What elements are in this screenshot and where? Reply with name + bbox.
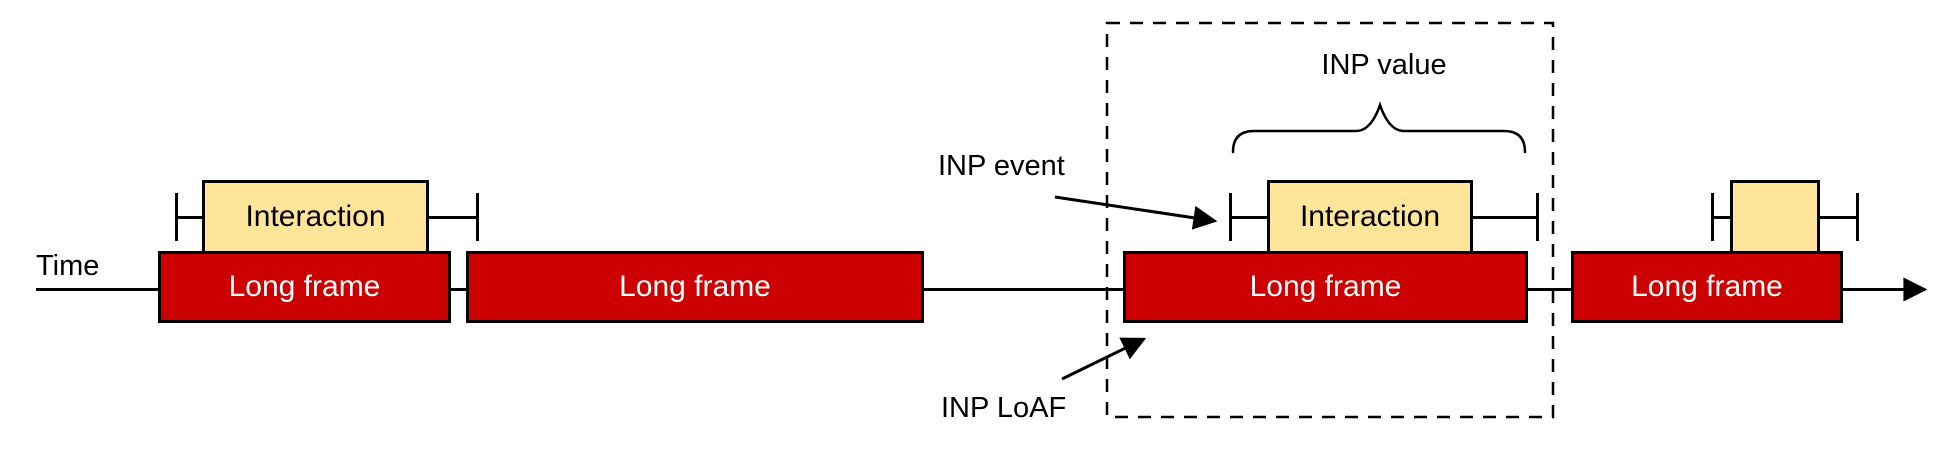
long-frame-3-inp-loaf: Long frame — [1123, 251, 1528, 323]
long-frame-1-label: Long frame — [228, 270, 381, 303]
whisker-line — [1712, 216, 1732, 219]
long-frame-2: Long frame — [466, 251, 924, 323]
long-frame-2-label: Long frame — [619, 270, 771, 303]
long-frame-4-label: Long frame — [1631, 270, 1783, 303]
interaction-box-2-inp-event: Interaction — [1267, 180, 1473, 254]
time-label: Time — [36, 250, 100, 282]
long-frame-4: Long frame — [1571, 251, 1843, 323]
inp-loaf-arrow — [1061, 337, 1147, 381]
whisker-line — [1819, 216, 1859, 219]
whisker-line — [176, 216, 204, 219]
inp-event-label: INP event — [938, 150, 1065, 182]
inp-event-arrow — [1054, 195, 1218, 230]
interaction-box-3 — [1730, 180, 1820, 254]
whisker-line — [428, 216, 478, 219]
interaction-box-1-label: Interaction — [245, 200, 386, 233]
long-frame-1: Long frame — [158, 251, 451, 323]
inp-value-label: INP value — [1321, 49, 1447, 81]
long-frame-3-label: Long frame — [1249, 270, 1402, 303]
interaction-box-1: Interaction — [202, 180, 429, 254]
whisker-line — [1472, 216, 1538, 219]
inp-value-brace — [1231, 101, 1527, 154]
whisker-line — [1230, 216, 1269, 219]
interaction-box-2-label: Interaction — [1299, 200, 1441, 233]
inp-loaf-label: INP LoAF — [941, 392, 1067, 424]
